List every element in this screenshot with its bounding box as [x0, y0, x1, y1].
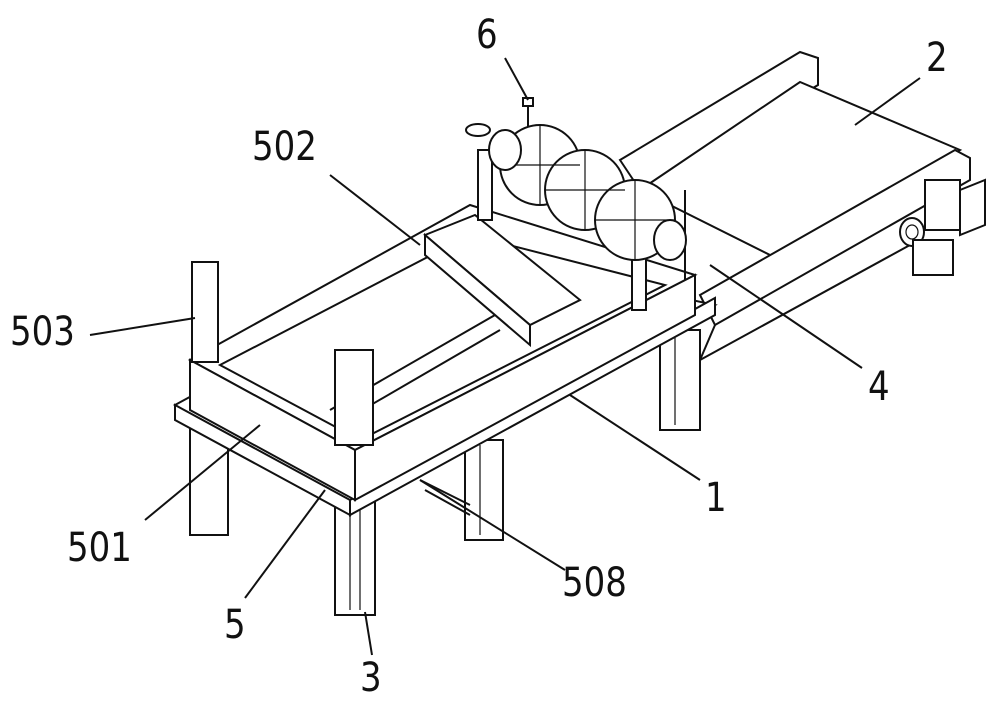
label-501: 501 [67, 528, 132, 568]
label-6: 6 [476, 15, 498, 55]
label-3: 3 [360, 658, 382, 698]
label-4: 4 [868, 367, 890, 407]
label-5: 5 [224, 605, 246, 645]
label-2: 2 [926, 38, 948, 78]
label-503: 503 [10, 312, 75, 352]
label-502: 502 [252, 127, 317, 167]
label-1: 1 [705, 478, 727, 518]
label-508: 508 [562, 563, 627, 603]
